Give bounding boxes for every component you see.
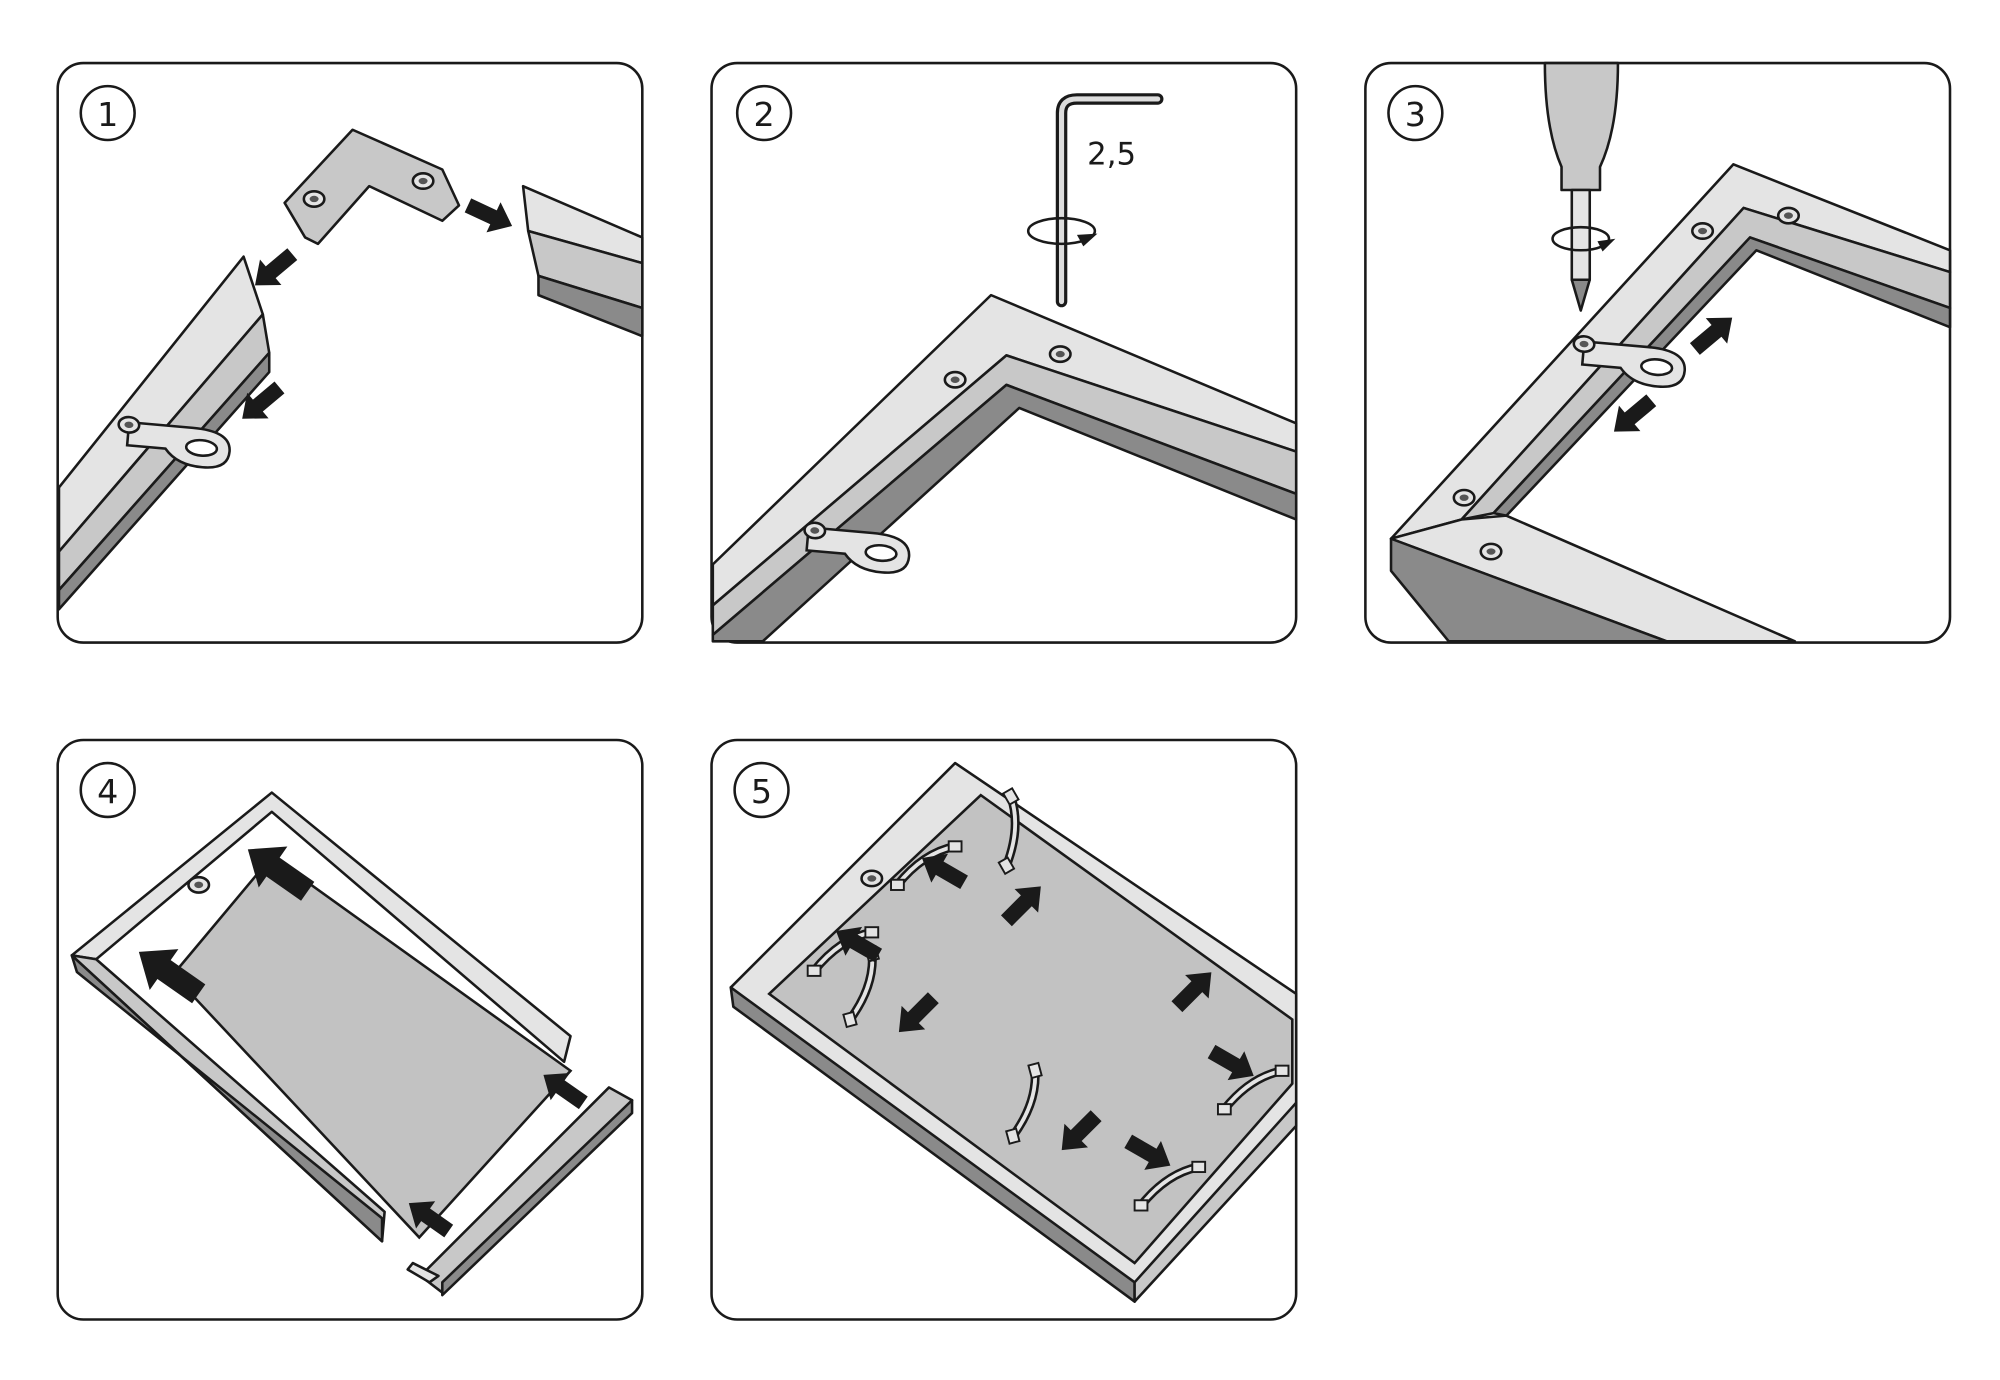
picture-board	[171, 854, 573, 1240]
step-number: 1	[97, 95, 118, 134]
screwdriver-icon	[1543, 61, 1620, 312]
step-number-badge: 4	[79, 761, 136, 819]
step-1-panel: 1	[56, 61, 644, 644]
step-number-badge: 5	[733, 761, 790, 819]
step-2-panel: 2 2,5	[710, 61, 1298, 644]
step-3-panel: 3	[1364, 61, 1952, 644]
step-number-badge: 2	[735, 84, 793, 142]
step-number-badge: 3	[1387, 84, 1444, 142]
frame-u-shape	[70, 791, 572, 1243]
step-number: 5	[751, 772, 772, 811]
step-4-panel: 4	[56, 738, 644, 1321]
step-number: 2	[753, 95, 774, 134]
frame-corner	[711, 293, 1298, 643]
step-number: 3	[1405, 95, 1426, 134]
step-number: 4	[97, 772, 118, 811]
step-number-badge: 1	[79, 84, 136, 142]
step-5-panel: 5	[710, 738, 1298, 1321]
frame-bottom-bar	[406, 1086, 634, 1297]
allen-key-size-label: 2,5	[1087, 136, 1136, 172]
allen-key-icon	[1026, 93, 1164, 308]
frame-corner	[1389, 163, 1952, 643]
corner-connector	[283, 128, 461, 246]
frame-profile-right	[521, 184, 644, 338]
